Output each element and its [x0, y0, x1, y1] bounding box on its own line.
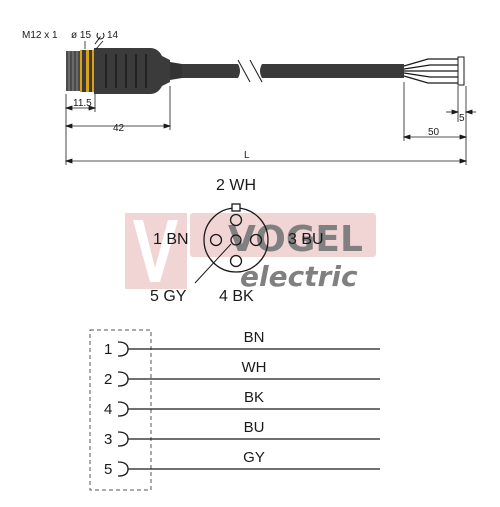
- pin-2: [229, 213, 243, 227]
- wiring-row: 2 WH: [104, 359, 380, 388]
- wire-1: [403, 58, 458, 67]
- wire-4: [403, 72, 458, 78]
- dimension-lines: [64, 82, 476, 165]
- socket-contact-symbol: [117, 341, 129, 357]
- watermark-v-mark: [133, 220, 178, 282]
- diameter-label: ø 15: [71, 30, 91, 41]
- cable-jacket-right: [260, 64, 404, 78]
- dim-50: 50: [428, 127, 440, 138]
- wiring-row: 4 BK: [104, 389, 380, 418]
- wiring-table: 1 BN 2 WH 4 BK 3 BU 5 GY: [104, 329, 380, 478]
- connector-box: [89, 329, 152, 491]
- wire-5: [403, 75, 458, 84]
- dim-L: L: [244, 150, 250, 161]
- cable-jacket-left: [182, 64, 240, 78]
- coding-key: [231, 203, 241, 212]
- cable-section-left: [182, 64, 240, 78]
- pin-5-leader: [194, 243, 232, 284]
- socket-contact-symbol: [117, 401, 129, 417]
- strain-relief: [170, 62, 182, 80]
- pin-5: [230, 234, 242, 246]
- wiring-row: 3 BU: [104, 419, 380, 448]
- wrench-icon: [94, 32, 105, 45]
- socket-contact-symbol: [117, 431, 129, 447]
- wire-2: [403, 64, 458, 70]
- pin-label-bottom-left: 5 GY: [150, 288, 187, 305]
- stripped-wires: [403, 56, 465, 86]
- wiring-row: 5 GY: [104, 449, 380, 478]
- pin-label-right: 3 BU: [288, 231, 324, 248]
- socket-contact-symbol: [117, 461, 129, 477]
- connector-body: [94, 48, 170, 94]
- wiring-pin-number: 2: [104, 371, 112, 388]
- wiring-pin-number: 1: [104, 341, 112, 358]
- wiring-pin-number: 3: [104, 431, 112, 448]
- wiring-pin-number: 4: [104, 401, 112, 418]
- connector-face: [203, 203, 269, 273]
- pin-3: [249, 233, 263, 247]
- socket-contact-symbol: [117, 371, 129, 387]
- watermark-logo: VOGEL electric: [125, 213, 376, 293]
- wire-color-label: GY: [243, 449, 265, 466]
- wiring-pin-number: 5: [104, 461, 112, 478]
- wire-color-label: BN: [244, 329, 265, 346]
- wire-color-label: BK: [244, 389, 264, 406]
- connector-side-view: [66, 48, 182, 94]
- watermark-brand-bottom: electric: [240, 260, 358, 293]
- thread-label: M12 x 1: [22, 30, 58, 41]
- wrench-size-label: 14: [107, 30, 119, 41]
- wiring-row: 1 BN: [104, 329, 380, 358]
- pin-1: [209, 233, 223, 247]
- dim-11-5: 11.5: [73, 98, 92, 109]
- pin-label-left: 1 BN: [153, 231, 189, 248]
- cable-section-right: [237, 59, 404, 83]
- wire-color-label: WH: [242, 359, 267, 376]
- wire-color-label: BU: [244, 419, 265, 436]
- dim-42: 42: [113, 123, 125, 134]
- dim-5: 5: [459, 113, 465, 124]
- pin-4: [229, 254, 243, 268]
- pin-label-top: 2 WH: [216, 177, 256, 194]
- pin-label-bottom-right: 4 BK: [219, 288, 254, 305]
- watermark-banner: [190, 213, 376, 257]
